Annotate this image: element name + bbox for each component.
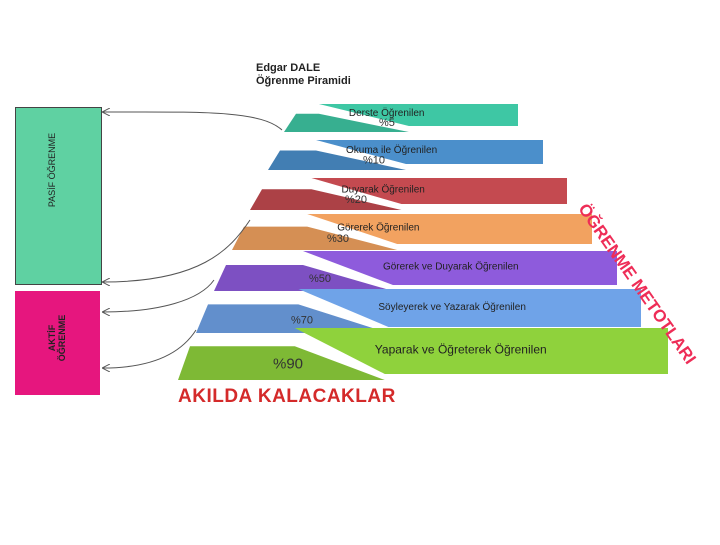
- active-learning-label: AKTİF ÖĞRENME: [47, 293, 67, 383]
- layer-method-label: Derste Öğrenilen: [349, 107, 425, 119]
- pyramid-layer: %50 Görerek ve Duyarak Öğrenilen: [214, 251, 617, 291]
- layer-back-face: [316, 140, 543, 164]
- active-label-line-2: ÖĞRENME: [57, 314, 67, 362]
- layer-method-label: Okuma ile Öğrenilen: [346, 144, 437, 156]
- connector-arrow: [103, 279, 215, 312]
- layer-front-face: [178, 346, 385, 380]
- connector-arrow: [103, 329, 197, 368]
- layer-back-face: [302, 251, 617, 285]
- layer-front-face: [232, 226, 398, 250]
- pyramid-layer: %90 Yaparak ve Öğreterek Öğrenilen: [178, 328, 668, 380]
- connector-arrow: [103, 219, 251, 282]
- passive-learning-label: PASİF ÖĞRENME: [47, 132, 57, 208]
- active-learning-box: [15, 291, 100, 395]
- layer-front-face: [214, 265, 393, 291]
- layer-percent-label: %70: [291, 314, 313, 326]
- title-line-1: Edgar DALE: [256, 62, 321, 74]
- layer-back-face: [294, 328, 668, 374]
- layer-percent-label: %20: [345, 194, 367, 206]
- layer-back-face: [298, 289, 641, 327]
- layer-method-label: Görerek ve Duyarak Öğrenilen: [383, 261, 519, 273]
- layer-percent-label: %90: [273, 356, 303, 373]
- layer-method-label: Yaparak ve Öğreterek Öğrenilen: [375, 342, 547, 356]
- bottom-title: AKILDA KALACAKLAR: [178, 386, 396, 407]
- layer-front-face: [268, 150, 406, 170]
- layer-back-face: [311, 178, 567, 204]
- active-label-line-1: AKTİF: [47, 324, 57, 352]
- layer-percent-label: %5: [379, 117, 395, 129]
- connector-arrow: [103, 112, 283, 131]
- layer-front-face: [196, 304, 389, 333]
- layer-front-face: [250, 189, 402, 210]
- layer-back-face: [307, 214, 592, 244]
- layer-percent-label: %30: [327, 233, 349, 245]
- layer-front-face: [284, 113, 409, 132]
- layer-method-label: Görerek Öğrenilen: [337, 222, 419, 234]
- layer-method-label: Duyarak Öğrenilen: [341, 183, 424, 195]
- layer-method-label: Söyleyerek ve Yazarak Öğrenilen: [378, 301, 526, 313]
- layer-percent-label: %50: [309, 273, 331, 285]
- passive-learning-box: [15, 107, 102, 285]
- layer-percent-label: %10: [363, 154, 385, 166]
- diagram-title: Edgar DALE Öğrenme Piramidi: [256, 62, 351, 88]
- pyramid-layer: %70 Söyleyerek ve Yazarak Öğrenilen: [196, 289, 641, 333]
- title-line-2: Öğrenme Piramidi: [256, 75, 351, 87]
- layer-back-face: [318, 104, 518, 126]
